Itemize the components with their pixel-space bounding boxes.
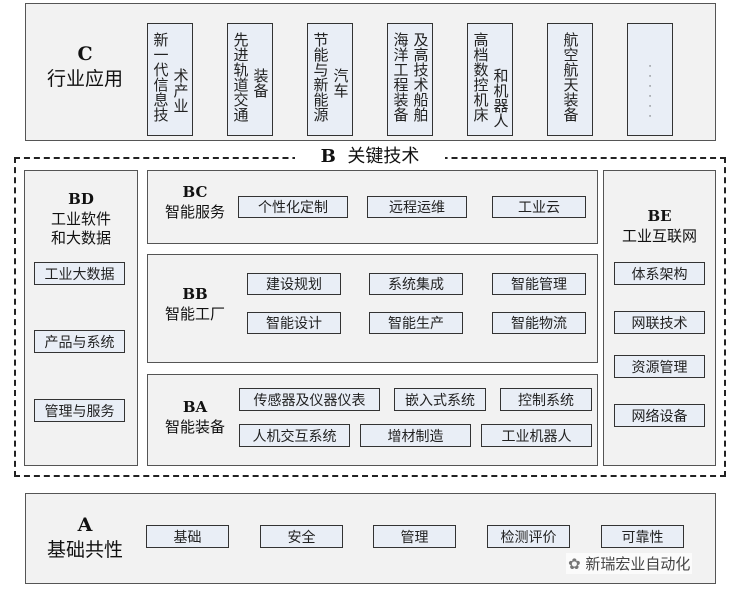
industry-item-text: 汽车: [331, 68, 350, 98]
be-item[interactable]: 网联技术: [614, 311, 705, 334]
industry-item-text: 新一代信息技: [151, 32, 170, 122]
bd-item[interactable]: 工业大数据: [34, 262, 125, 285]
industry-item-text: ······: [645, 62, 655, 122]
be-item[interactable]: 体系架构: [614, 262, 705, 285]
be-label: BE 工业互联网: [603, 207, 716, 246]
code: BC: [182, 183, 208, 201]
industry-item-text: 海洋工程装备: [391, 32, 410, 122]
ba-item[interactable]: 增材制造: [360, 424, 471, 447]
a-item[interactable]: 管理: [373, 525, 456, 548]
watermark-text: 新瑞宏业自动化: [585, 555, 691, 573]
industry-item[interactable]: 航空航天装备: [547, 23, 593, 136]
title: 工业互联网: [621, 226, 697, 245]
bb-label: BB 智能工厂: [150, 285, 240, 324]
wechat-icon: ✿: [568, 555, 581, 573]
industry-item-text: 节能与新能源: [311, 32, 330, 122]
code: BE: [647, 207, 672, 225]
ba-item[interactable]: 人机交互系统: [239, 424, 350, 447]
be-item[interactable]: 资源管理: [614, 355, 705, 378]
industry-item[interactable]: 先进轨道交通装备: [227, 23, 273, 136]
bd-item[interactable]: 产品与系统: [34, 330, 125, 353]
industry-item-text: 先进轨道交通: [231, 32, 250, 122]
ba-item[interactable]: 嵌入式系统: [394, 388, 486, 411]
industry-item-text: 及高技术船舶: [411, 32, 430, 122]
be-item[interactable]: 网络设备: [614, 404, 705, 427]
a-item[interactable]: 安全: [260, 525, 343, 548]
industry-item[interactable]: 海洋工程装备及高技术船舶: [387, 23, 433, 136]
ba-item[interactable]: 传感器及仪器仪表: [239, 388, 380, 411]
title: 智能服务: [164, 202, 225, 221]
industry-item[interactable]: 高档数控机床和机器人: [467, 23, 513, 136]
bc-item[interactable]: 远程运维: [367, 196, 467, 218]
a-item[interactable]: 检测评价: [487, 525, 570, 548]
bb-item[interactable]: 智能生产: [369, 312, 463, 334]
watermark: ✿ 新瑞宏业自动化: [566, 553, 693, 574]
ba-label: BA 智能装备: [150, 398, 240, 437]
key-technology-title: B 关键技术: [295, 145, 445, 169]
title: 智能装备: [164, 417, 225, 436]
title: 基础共性: [46, 538, 123, 561]
bb-item[interactable]: 智能物流: [492, 312, 586, 334]
industry-item-text: 高档数控机床: [471, 32, 490, 122]
code: BD: [68, 190, 94, 208]
foundation-label: A 基础共性: [30, 513, 140, 562]
code: C: [77, 43, 93, 65]
bd-item[interactable]: 管理与服务: [34, 399, 125, 422]
title: 工业软件: [50, 209, 111, 228]
code: B: [320, 146, 336, 167]
bb-item[interactable]: 智能管理: [492, 273, 586, 295]
title: 行业应用: [46, 67, 123, 90]
industry-item[interactable]: 新一代信息技术产业: [147, 23, 193, 136]
code: BA: [182, 398, 208, 416]
industry-item-text: 和机器人: [491, 68, 510, 128]
industry-application-panel: [25, 3, 716, 141]
bb-item[interactable]: 系统集成: [369, 273, 463, 295]
bc-item[interactable]: 工业云: [492, 196, 586, 218]
title: 智能工厂: [164, 304, 225, 323]
bc-label: BC 智能服务: [150, 183, 240, 222]
title: 和大数据: [50, 229, 111, 247]
industry-application-label: C 行业应用: [30, 42, 140, 91]
industry-item-text: 航空航天装备: [561, 32, 580, 122]
code: BB: [182, 285, 208, 303]
industry-item-text: 术产业: [171, 68, 190, 113]
a-item[interactable]: 基础: [146, 525, 229, 548]
industry-item[interactable]: ······: [627, 23, 673, 136]
bb-panel: [147, 254, 598, 363]
a-item[interactable]: 可靠性: [601, 525, 684, 548]
ba-item[interactable]: 控制系统: [500, 388, 592, 411]
bb-item[interactable]: 智能设计: [247, 312, 341, 334]
industry-item[interactable]: 节能与新能源汽车: [307, 23, 353, 136]
bd-label: BD 工业软件 和大数据: [24, 190, 138, 249]
ba-item[interactable]: 工业机器人: [481, 424, 592, 447]
industry-item-text: 装备: [251, 68, 270, 98]
title: 关键技术: [347, 146, 420, 167]
bb-item[interactable]: 建设规划: [247, 273, 341, 295]
code: A: [77, 514, 93, 536]
bc-item[interactable]: 个性化定制: [238, 196, 348, 218]
